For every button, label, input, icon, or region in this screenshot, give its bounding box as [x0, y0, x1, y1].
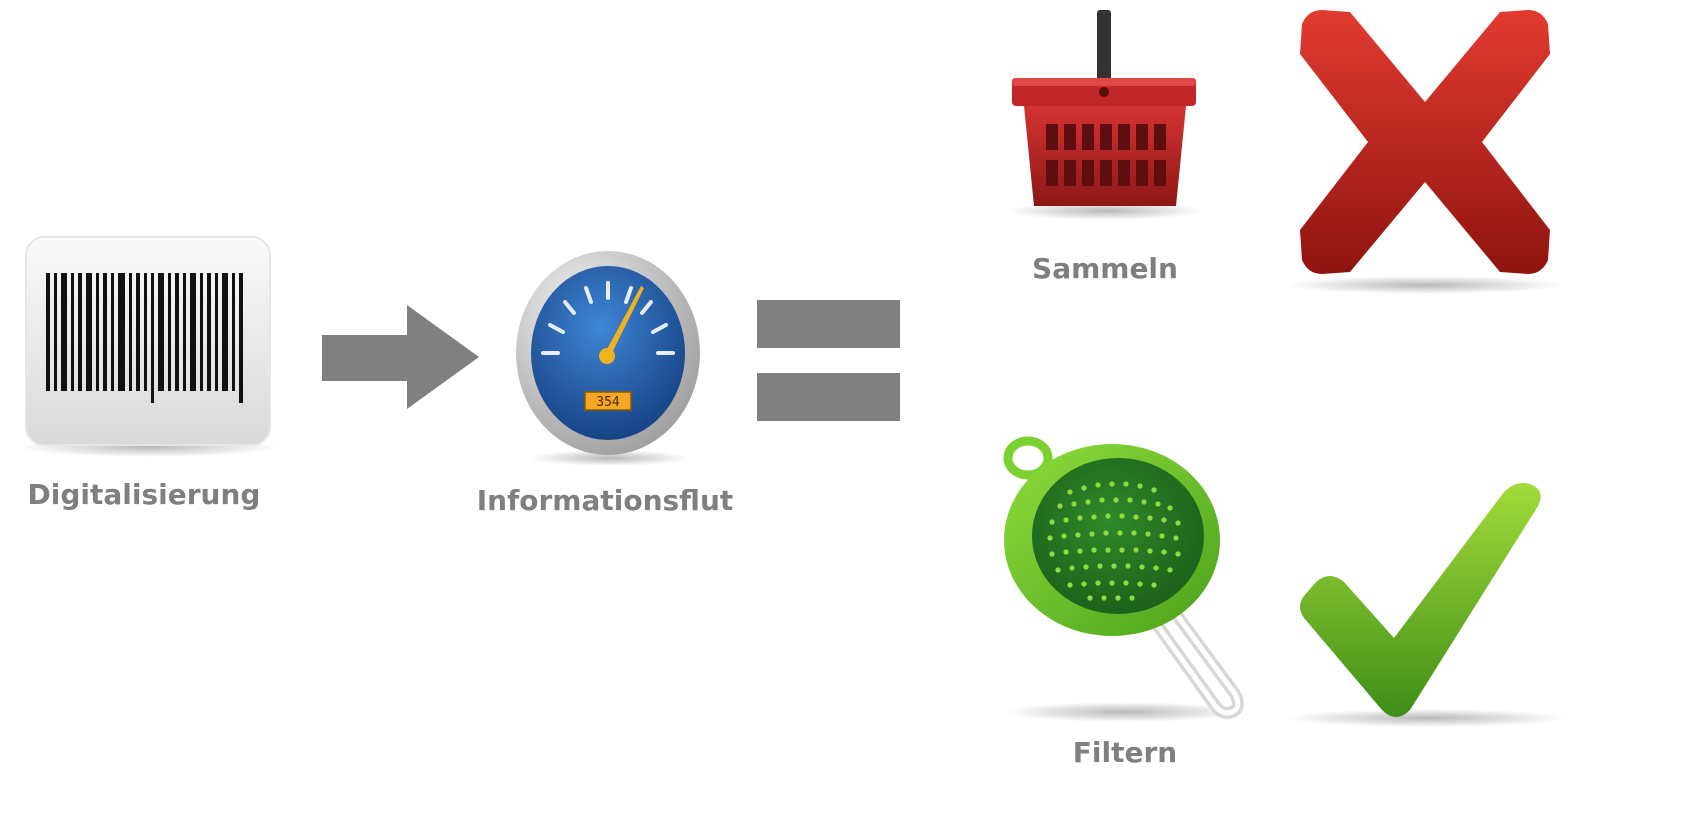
speedometer-icon: 354 — [510, 250, 710, 470]
equals-sign-icon — [757, 300, 902, 422]
sammeln-label: Sammeln — [1032, 252, 1178, 285]
filtern-label: Filtern — [1072, 736, 1178, 769]
digitalisierung-label: Digitalisierung — [27, 478, 261, 511]
right-arrow-icon — [322, 305, 482, 410]
gauge-readout: 354 — [596, 395, 620, 410]
barcode-icon — [14, 235, 284, 465]
green-checkmark-icon — [1282, 478, 1572, 733]
shopping-basket-icon — [1000, 8, 1210, 223]
red-cross-icon — [1280, 2, 1570, 302]
informationsflut-label: Informationsflut — [476, 484, 734, 517]
colander-icon — [1000, 432, 1260, 732]
